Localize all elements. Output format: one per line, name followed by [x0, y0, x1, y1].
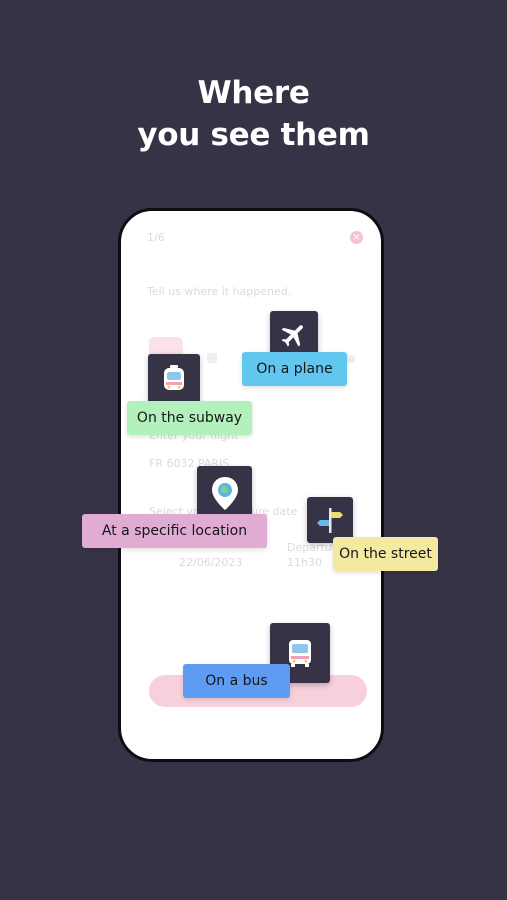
- chip-on-the-street[interactable]: On the street: [333, 537, 438, 571]
- subway-icon: [148, 354, 200, 406]
- time-value: 11h30: [287, 556, 322, 569]
- date-value: 22/06/2023: [179, 556, 243, 569]
- bus-icon: [270, 623, 330, 683]
- chip-on-a-plane[interactable]: On a plane: [242, 352, 347, 386]
- chip-label: On the street: [339, 546, 432, 562]
- airplane-icon: [270, 311, 318, 359]
- map-pin-icon: [197, 466, 252, 521]
- signpost-icon: [307, 497, 353, 543]
- chip-on-the-subway[interactable]: On the subway: [127, 401, 252, 435]
- chip-label: On a plane: [256, 361, 333, 377]
- time-label: Departure: [287, 541, 343, 554]
- ghost-category-tile: [207, 353, 217, 363]
- prompt-text: Tell us where it happened.: [147, 285, 292, 298]
- chip-on-a-bus[interactable]: On a bus: [183, 664, 290, 698]
- close-icon[interactable]: ×: [350, 231, 363, 244]
- chip-label: On the subway: [136, 410, 243, 426]
- ghost-category-tile: [347, 355, 355, 363]
- step-indicator: 1/6: [147, 231, 165, 244]
- headline-line-2: you see them: [137, 117, 370, 153]
- chip-at-a-specific-location[interactable]: At a specific location: [82, 514, 267, 548]
- headline-line-1: Where: [197, 75, 310, 111]
- chip-label: On a bus: [205, 673, 268, 689]
- headline: Where you see them: [0, 72, 507, 156]
- chip-label: At a specific location: [101, 523, 248, 539]
